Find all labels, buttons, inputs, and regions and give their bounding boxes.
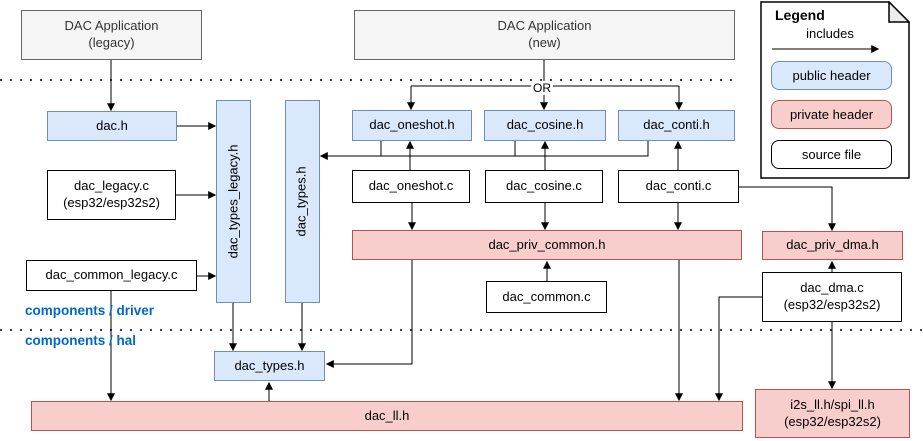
legend-item-label: source file xyxy=(801,147,862,162)
node-label: DAC Application (new) xyxy=(497,18,592,50)
node-dac-types-h-driver: dac_types.h xyxy=(285,100,320,303)
legend-title: Legend xyxy=(775,7,825,23)
node-label: dac_dma.c (esp32/esp32s2) xyxy=(783,280,881,312)
node-dac-priv-common-h: dac_priv_common.h xyxy=(352,230,742,260)
node-label: dac_priv_dma.h xyxy=(786,237,879,253)
legend-private-header-swatch: private header xyxy=(771,100,892,129)
node-label: dac_cosine.h xyxy=(506,117,584,133)
node-label: i2s_ll.h/spi_ll.h (esp32/esp32s2) xyxy=(784,396,881,429)
legend-item-label: public header xyxy=(792,68,871,83)
node-label: dac_cosine.c xyxy=(506,178,582,194)
node-dac-application-new: DAC Application (new) xyxy=(354,10,735,60)
node-dac-oneshot-c: dac_oneshot.c xyxy=(352,170,470,203)
arrow-priv-common-to-types-hal xyxy=(325,260,413,368)
section-label-components-hal: components / hal xyxy=(25,333,137,348)
node-label: dac_oneshot.h xyxy=(369,117,455,133)
arrow-dma-c-to-dac-ll xyxy=(715,296,762,402)
node-label: dac_priv_common.h xyxy=(488,236,606,252)
node-label: dac_types.h xyxy=(234,357,305,373)
legend-item-label: private header xyxy=(789,107,874,122)
node-label: dac_oneshot.c xyxy=(368,178,454,194)
node-dac-common-legacy-c: dac_common_legacy.c xyxy=(26,260,197,291)
node-dac-common-c: dac_common.c xyxy=(486,281,607,313)
node-dac-dma-c: dac_dma.c (esp32/esp32s2) xyxy=(762,272,902,322)
node-label: dac_ll.h xyxy=(364,407,410,423)
node-label: dac_common.c xyxy=(502,288,591,304)
node-label: dac.h xyxy=(96,117,128,133)
node-dac-application-legacy: DAC Application (legacy) xyxy=(21,10,202,60)
arrow-conti-c-to-priv-dma xyxy=(739,186,836,232)
legend-outline xyxy=(760,1,910,179)
node-dac-types-h-hal: dac_types.h xyxy=(214,351,325,381)
node-dac-h: dac.h xyxy=(47,111,177,141)
legend-fold-corner xyxy=(888,1,910,23)
node-dac-priv-dma-h: dac_priv_dma.h xyxy=(762,231,903,260)
node-dac-types-legacy-h: dac_types_legacy.h xyxy=(216,100,251,303)
arrow-headers-to-types-driver xyxy=(319,141,649,160)
legend-source-file-swatch: source file xyxy=(771,140,892,169)
node-label: dac_types_legacy.h xyxy=(225,144,241,259)
node-label: dac_common_legacy.c xyxy=(45,267,178,283)
node-dac-conti-h: dac_conti.h xyxy=(618,110,735,141)
node-label: dac_conti.h xyxy=(643,117,710,133)
node-dac-ll-h: dac_ll.h xyxy=(31,401,743,431)
node-dac-cosine-h: dac_cosine.h xyxy=(484,110,606,141)
legend-includes-label: includes xyxy=(806,26,854,41)
node-label: dac_conti.c xyxy=(645,178,712,194)
or-label: OR xyxy=(531,81,553,95)
section-label-components-driver: components / driver xyxy=(25,303,155,318)
node-dac-legacy-c: dac_legacy.c (esp32/esp32s2) xyxy=(47,170,176,220)
node-label: dac_types.h xyxy=(294,166,310,237)
node-dac-conti-c: dac_conti.c xyxy=(618,170,739,203)
legend-public-header-swatch: public header xyxy=(771,61,892,90)
node-dac-oneshot-h: dac_oneshot.h xyxy=(352,110,472,141)
node-label: dac_legacy.c (esp32/esp32s2) xyxy=(63,178,160,210)
legend: Legend includes public header private he… xyxy=(760,1,910,179)
node-label: DAC Application (legacy) xyxy=(64,18,159,50)
node-i2s-spi-ll-h: i2s_ll.h/spi_ll.h (esp32/esp32s2) xyxy=(755,389,910,438)
node-dac-cosine-c: dac_cosine.c xyxy=(485,170,603,203)
